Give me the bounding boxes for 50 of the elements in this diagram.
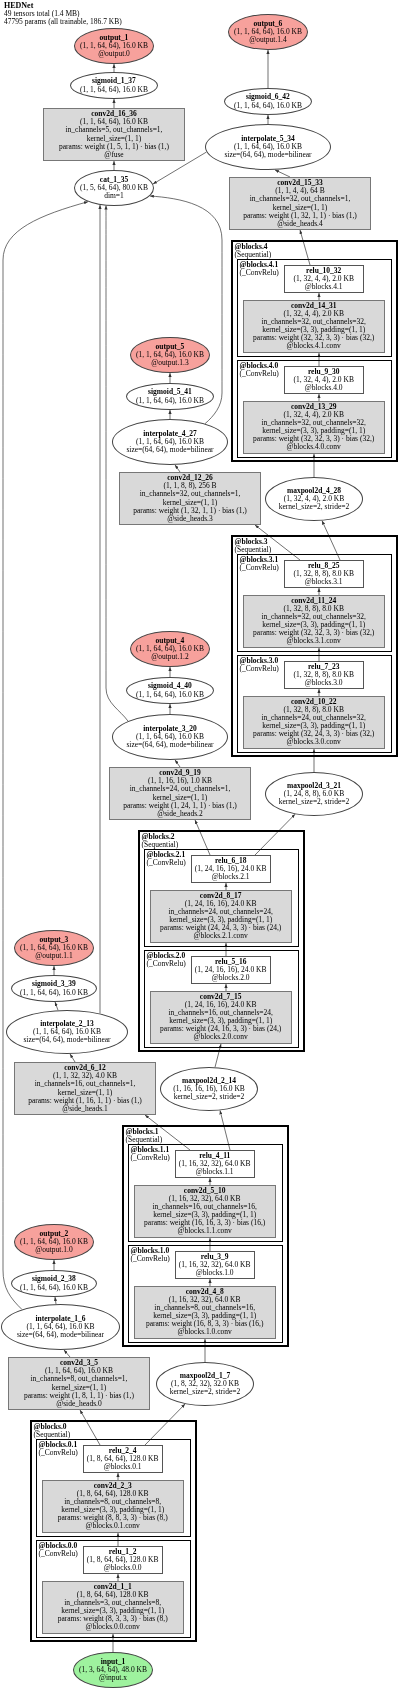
module-box	[119, 472, 261, 525]
module-group-frame	[231, 535, 398, 757]
function-box	[283, 559, 364, 588]
module-group-frame	[30, 1420, 197, 1642]
module-box	[14, 1062, 156, 1115]
submodule-frame	[144, 849, 299, 947]
module-box	[8, 1357, 150, 1410]
submodule-frame	[237, 259, 392, 357]
operation-ellipse	[112, 419, 228, 465]
submodule-frame	[237, 655, 392, 753]
module-group-frame	[122, 1125, 289, 1347]
submodule-frame	[36, 1439, 191, 1537]
module-box	[149, 990, 292, 1044]
operation-ellipse	[74, 170, 154, 206]
operation-ellipse	[126, 383, 214, 410]
operation-ellipse	[11, 1270, 97, 1297]
module-group-frame	[138, 830, 305, 1052]
module-box	[133, 1184, 276, 1238]
submodule-frame	[237, 554, 392, 652]
function-box	[174, 1149, 255, 1178]
function-box	[283, 660, 364, 689]
operation-ellipse	[112, 714, 228, 760]
module-box	[43, 108, 185, 161]
diagram-title: HEDNet	[4, 2, 35, 10]
function-box	[190, 955, 271, 984]
function-box	[174, 1250, 255, 1279]
module-box	[229, 177, 371, 230]
module-box	[242, 400, 385, 454]
module-box	[41, 1479, 184, 1533]
function-box	[190, 854, 271, 883]
module-box	[242, 695, 385, 749]
submodule-frame	[144, 950, 299, 1048]
operation-ellipse	[1, 1304, 120, 1350]
function-box	[82, 1545, 163, 1574]
function-box	[283, 264, 364, 293]
module-box	[149, 889, 292, 943]
module-group-frame	[231, 240, 398, 462]
operation-ellipse	[11, 975, 97, 1002]
module-box	[41, 1580, 184, 1634]
module-box	[242, 299, 385, 353]
module-box	[133, 1285, 276, 1339]
function-box	[283, 365, 364, 394]
submodule-frame	[128, 1245, 283, 1343]
submodule-frame	[237, 360, 392, 458]
module-box	[109, 767, 251, 820]
submodule-frame	[36, 1540, 191, 1638]
operation-ellipse	[6, 1010, 128, 1054]
submodule-frame	[128, 1144, 283, 1242]
module-box	[242, 594, 385, 648]
function-box	[82, 1444, 163, 1473]
